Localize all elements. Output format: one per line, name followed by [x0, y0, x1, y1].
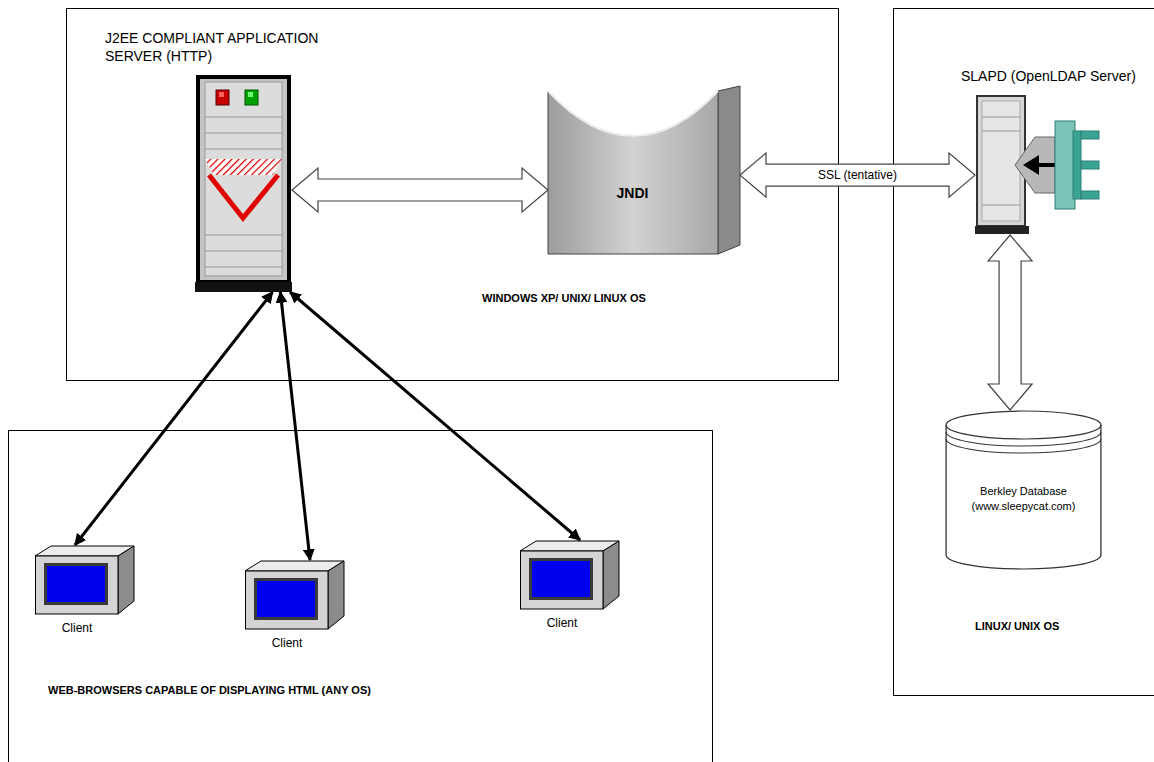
os-region: SLAPD (OpenLDAP Server) Berkley Database …: [893, 8, 1154, 695]
double-arrow: [740, 153, 975, 197]
client-computer: Client: [35, 545, 135, 615]
region-outline: [67, 9, 839, 381]
connector-arrow: [290, 292, 580, 540]
text-holder: JNDI: [548, 173, 717, 213]
server-heading: SLAPD (OpenLDAP Server): [961, 68, 1145, 86]
client-label: Client: [245, 636, 329, 650]
region-outline: [894, 9, 1154, 696]
database-label: Berkley Database (www.sleepycat.com): [953, 484, 1094, 514]
double-arrow: [292, 168, 548, 212]
region-label: WINDOWS XP/ UNIX/ LINUX OS: [482, 292, 646, 304]
edge-label: SSL (tentative): [816, 168, 899, 182]
region-label: LINUX/ UNIX OS: [975, 620, 1059, 632]
client-label: Client: [520, 616, 604, 630]
region-outline: [9, 431, 713, 762]
client-computer: Client: [245, 560, 345, 630]
connector-arrow: [280, 292, 310, 560]
connector-arrow: [75, 292, 273, 545]
text-holder: Berkley Database (www.sleepycat.com): [945, 450, 1102, 548]
shape-label: JNDI: [617, 185, 649, 201]
ldap-server: SLAPD (OpenLDAP Server): [975, 95, 1105, 235]
client-icon: [35, 545, 135, 615]
region-label: WEB-BROWSERS CAPABLE OF DISPLAYING HTML …: [48, 684, 371, 696]
jndi-icon: [548, 85, 740, 255]
slapd-icon: [975, 95, 1105, 235]
server-icon: [195, 75, 292, 292]
database-cylinder: Berkley Database (www.sleepycat.com): [945, 410, 1102, 570]
app-server: J2EE COMPLIANT APPLICATION SERVER (HTTP): [195, 75, 292, 292]
client-icon: [520, 540, 620, 610]
os-region: J2EE COMPLIANT APPLICATION SERVER (HTTP)…: [66, 8, 838, 380]
client-icon: [245, 560, 345, 630]
double-arrow: [988, 235, 1032, 410]
client-computer: Client: [520, 540, 620, 610]
client-region: ClientClientClientWEB-BROWSERS CAPABLE O…: [8, 430, 712, 762]
server-heading: J2EE COMPLIANT APPLICATION SERVER (HTTP): [105, 30, 337, 65]
client-label: Client: [35, 621, 119, 635]
jndi-shape: JNDI: [548, 85, 740, 255]
